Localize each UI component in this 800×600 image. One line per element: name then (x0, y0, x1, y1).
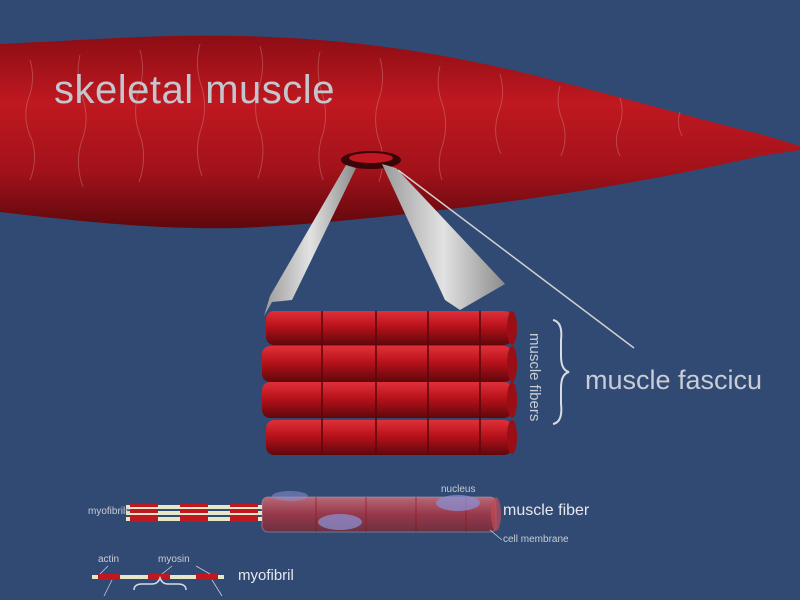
nucleus-right (436, 495, 480, 511)
fascicle-row-4 (266, 420, 517, 455)
muscle-fascicle-label: muscle fascicu (585, 365, 763, 395)
sarcomere-brace (133, 575, 187, 591)
fibers-brace (552, 319, 570, 425)
myosin-label: myosin (158, 554, 190, 565)
myofibril-label: myofibril (238, 567, 294, 584)
fascicle-row-1 (266, 311, 517, 345)
diagram-title: skeletal muscle (54, 68, 335, 112)
myofibrils-label: myofibrils (88, 506, 131, 517)
nucleus-middle (318, 514, 362, 530)
muscle-fiber (261, 491, 503, 541)
myofibril-strand (92, 565, 224, 597)
fascicle-segment-lines (321, 311, 481, 455)
nucleus-top (272, 491, 308, 501)
myofibrils-bundle (126, 504, 262, 522)
actin-label: actin (98, 554, 120, 565)
cell-membrane-label: cell membrane (503, 534, 569, 545)
muscle-fibers-label: muscle fibers (526, 333, 543, 422)
right-connector (382, 164, 505, 310)
fascicle-pointer-line (397, 169, 635, 349)
fascicle-row-3 (262, 382, 517, 418)
muscle-fascicle (262, 311, 517, 455)
muscle-fascia-texture (25, 43, 683, 188)
muscle-fiber-label: muscle fiber (503, 502, 590, 519)
skeletal-muscle-body (0, 35, 800, 229)
nucleus-label: nucleus (441, 484, 476, 495)
fascicle-row-2 (262, 346, 517, 382)
left-connector (264, 165, 356, 316)
